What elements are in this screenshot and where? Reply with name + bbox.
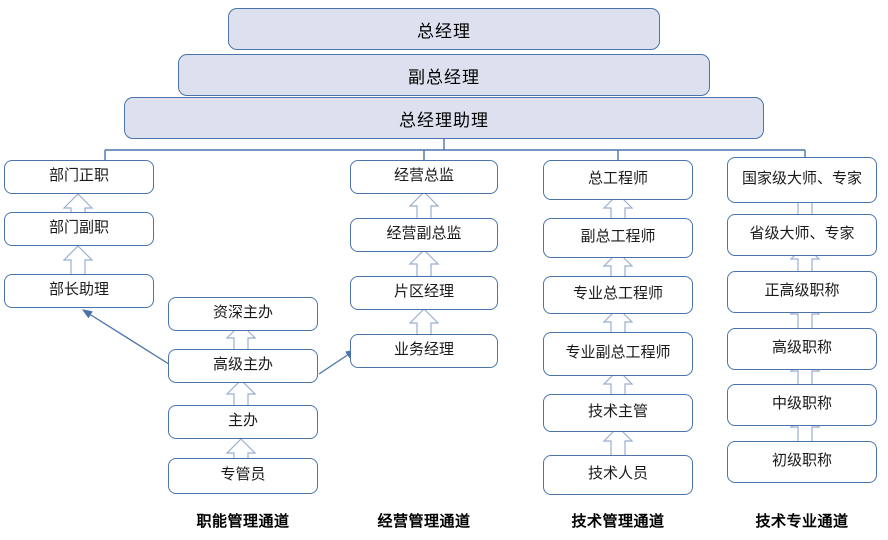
link-senior-officer-to-dept-assistant bbox=[81, 309, 173, 367]
caption-technical-professional-channel: 技术专业通道 bbox=[755, 514, 849, 530]
node-senior-officer[interactable]: 高级主办 bbox=[168, 349, 318, 383]
caption-technical-management-channel: 技术管理通道 bbox=[571, 514, 665, 530]
top-box-general-manager[interactable]: 总经理 bbox=[228, 8, 660, 50]
top-box-assistant-general-manager[interactable]: 总经理助理 bbox=[124, 97, 764, 139]
node-area-manager[interactable]: 片区经理 bbox=[350, 276, 498, 310]
node-deputy-chief-engineer[interactable]: 副总工程师 bbox=[543, 218, 693, 258]
node-technical-supervisor[interactable]: 技术主管 bbox=[543, 394, 693, 432]
node-officer[interactable]: 主办 bbox=[168, 405, 318, 439]
link-senior-officer-to-business-manager bbox=[318, 349, 357, 375]
node-business-manager[interactable]: 业务经理 bbox=[350, 334, 498, 368]
node-dept-deputy[interactable]: 部门副职 bbox=[4, 212, 154, 246]
node-senior-professional-title-full[interactable]: 正高级职称 bbox=[727, 271, 877, 313]
node-specialist-clerk[interactable]: 专管员 bbox=[168, 458, 318, 494]
node-technical-staff[interactable]: 技术人员 bbox=[543, 455, 693, 495]
node-provincial-master-expert[interactable]: 省级大师、专家 bbox=[727, 214, 877, 256]
node-operations-director[interactable]: 经营总监 bbox=[350, 160, 498, 194]
node-dept-head[interactable]: 部门正职 bbox=[4, 160, 154, 194]
node-junior-professional-title[interactable]: 初级职称 bbox=[727, 441, 877, 483]
node-senior-professional-title[interactable]: 高级职称 bbox=[727, 328, 877, 370]
node-senior-principal-officer[interactable]: 资深主办 bbox=[168, 297, 318, 331]
node-national-master-expert[interactable]: 国家级大师、专家 bbox=[727, 157, 877, 203]
top-box-deputy-general-manager[interactable]: 副总经理 bbox=[178, 54, 710, 96]
node-intermediate-professional-title[interactable]: 中级职称 bbox=[727, 384, 877, 426]
caption-operations-channel: 经营管理通道 bbox=[377, 514, 471, 530]
caption-functional-channel: 职能管理通道 bbox=[196, 514, 290, 530]
node-dept-assistant[interactable]: 部长助理 bbox=[4, 274, 154, 308]
node-specialty-chief-engineer[interactable]: 专业总工程师 bbox=[543, 276, 693, 314]
node-deputy-operations-director[interactable]: 经营副总监 bbox=[350, 218, 498, 252]
node-chief-engineer[interactable]: 总工程师 bbox=[543, 160, 693, 200]
node-specialty-deputy-chief-engineer[interactable]: 专业副总工程师 bbox=[543, 332, 693, 376]
